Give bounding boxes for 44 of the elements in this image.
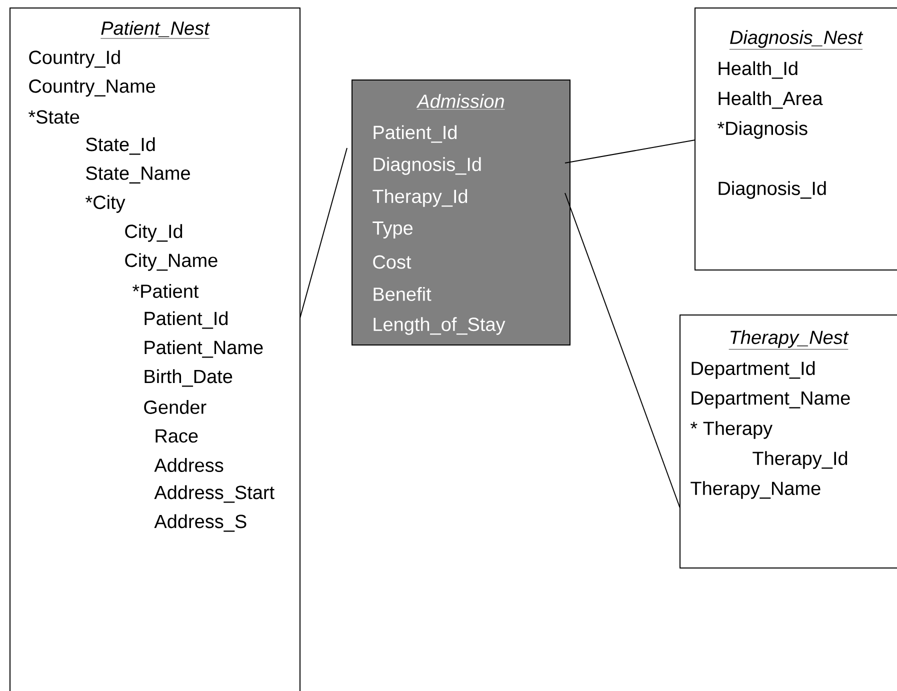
- field-name: Therapy_Id: [372, 189, 468, 207]
- field-name: Department_Id: [692, 361, 815, 379]
- table-box: [10, 8, 300, 691]
- field-name: State_Name: [86, 166, 190, 184]
- field-name: Birth_Date: [144, 369, 232, 387]
- field-name: Patient_Id: [374, 125, 457, 143]
- connector-line: [564, 192, 680, 508]
- field-name: Patient_Id: [144, 311, 228, 329]
- field-name: Address: [154, 458, 224, 472]
- field-name: Gender: [144, 400, 206, 414]
- field-name: State_Id: [86, 137, 155, 155]
- field-name: City_Name: [125, 253, 218, 271]
- connector-line: [300, 148, 348, 318]
- field-name: *Diagnosis: [718, 121, 808, 139]
- field-name: *State: [28, 110, 80, 124]
- field-name: Therapy_Name: [690, 481, 820, 499]
- table-box: [352, 80, 570, 346]
- field-name: Patient_Name: [144, 340, 263, 358]
- table-title: Therapy_Nest: [728, 330, 849, 350]
- table-title: Patient_Nest: [100, 20, 210, 39]
- field-name: Benefit: [374, 287, 432, 301]
- field-name: *City: [86, 195, 126, 213]
- field-name: Race: [156, 429, 198, 443]
- field-name: Health_Area: [718, 91, 823, 109]
- field-name: Therapy_Id: [752, 451, 848, 469]
- table-box: [680, 314, 897, 568]
- field-name: * Therapy: [690, 421, 772, 439]
- field-name: Address_Start: [154, 485, 274, 503]
- field-name: Diagnosis_Id: [718, 181, 826, 199]
- field-name: *Patient: [132, 284, 199, 298]
- table-title: Admission: [416, 94, 506, 110]
- field-name: Country_Id: [29, 50, 120, 68]
- field-name: Cost: [373, 255, 412, 269]
- field-name: Health_Id: [718, 61, 798, 79]
- field-name: Length_of_Stay: [374, 317, 506, 335]
- field-name: City_Id: [125, 224, 182, 242]
- connector-line: [564, 140, 696, 164]
- field-name: Department_Name: [692, 392, 850, 408]
- field-name: Type: [372, 222, 413, 238]
- table-box: [694, 8, 897, 270]
- field-name: Country_Name: [29, 79, 156, 97]
- field-name: Address_S: [154, 514, 246, 532]
- table-title: Diagnosis_Nest: [729, 30, 864, 50]
- field-name: Diagnosis_Id: [374, 157, 481, 175]
